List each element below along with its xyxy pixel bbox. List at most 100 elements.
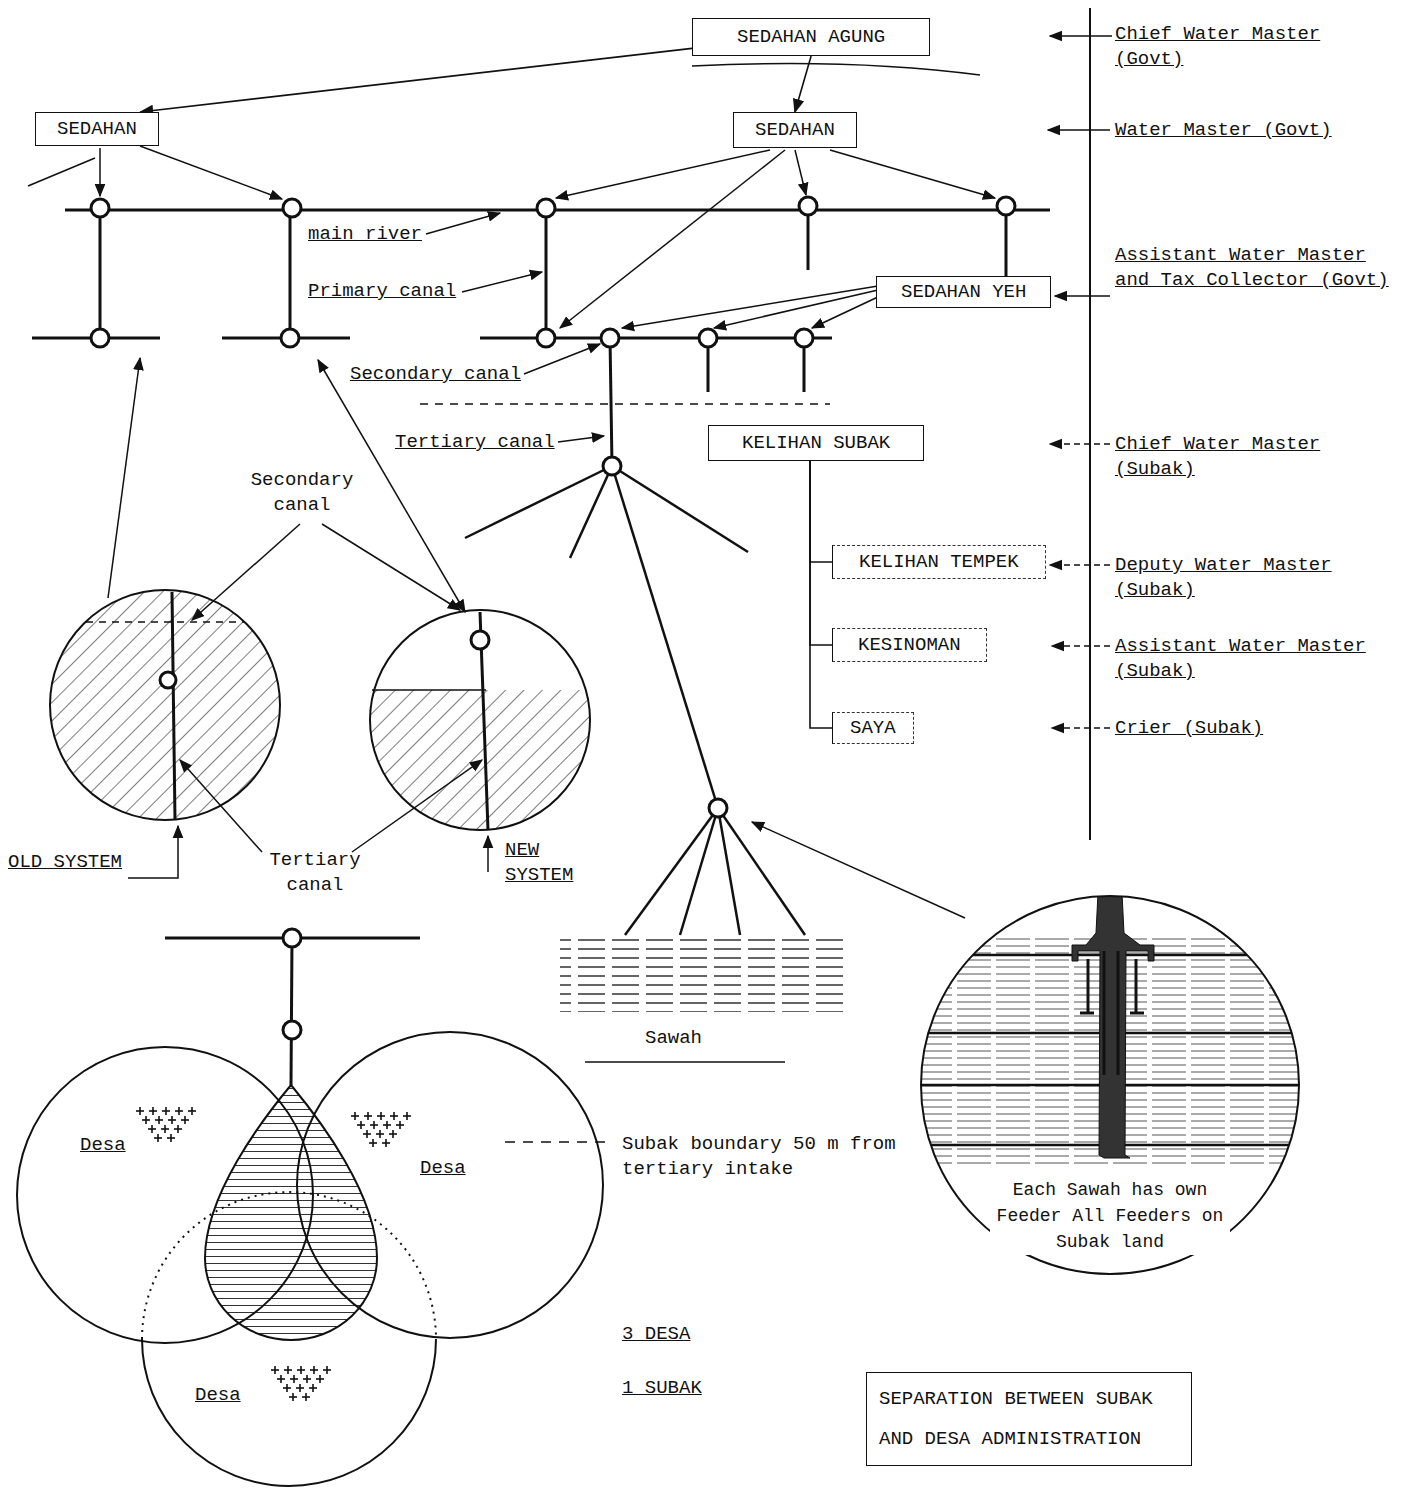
canal-intake: [91, 329, 109, 347]
feeder-channel: [1080, 1012, 1094, 1015]
desa-outline: [142, 1339, 436, 1486]
leader-arrow: [1052, 645, 1110, 647]
annotation-label: Assistant Water Master (Subak): [1115, 634, 1375, 684]
village-mark: [393, 1112, 395, 1120]
village-mark: [145, 1116, 147, 1124]
canal-intake: [601, 329, 619, 347]
terrace-lines: [918, 893, 1302, 1163]
village-mark: [305, 1393, 307, 1401]
subak-intake: [165, 929, 420, 1085]
connector: [810, 461, 832, 562]
leader-arrow: [830, 150, 995, 198]
desa-circle: Desa: [295, 1030, 605, 1340]
leader-arrow: [556, 150, 770, 198]
canal-network: [1005, 208, 1008, 278]
village-mark: [385, 1139, 387, 1147]
canal-intake: [699, 329, 717, 347]
leader-arrow: [1050, 443, 1110, 445]
leader-arrow: [692, 63, 980, 75]
office-box: KELIHAN TEMPEK: [832, 545, 1046, 579]
village-mark: [326, 1366, 328, 1374]
label-slot: Water Master (Govt): [1115, 118, 1405, 143]
box-label: SEDAHAN: [755, 119, 835, 141]
feeder-channel: [1130, 1012, 1144, 1015]
village-mark: [177, 1125, 179, 1133]
desa-circle: Desa: [140, 1190, 438, 1488]
leader-arrow: [560, 150, 785, 328]
canal-intake: [709, 799, 727, 817]
leader-arrow: [752, 822, 965, 918]
feeder-channel: [1103, 951, 1106, 1075]
old-system-circle: [86, 621, 244, 623]
box-label: SEDAHAN: [57, 118, 137, 140]
hierarchy-axis: [1089, 8, 1091, 840]
leader-arrow: [558, 436, 604, 442]
desa-outline: [297, 1032, 603, 1338]
canal-network: [289, 208, 292, 338]
annotation-label: Deputy Water Master (Subak): [1115, 553, 1405, 603]
old-system-circle: [172, 592, 175, 820]
village-mark: [171, 1116, 173, 1124]
connector: [140, 48, 692, 112]
circle-label: Desa: [420, 1156, 466, 1180]
annotation-label: Secondary canal: [350, 362, 521, 387]
village-mark: [158, 1116, 160, 1124]
canal-network: [625, 808, 718, 935]
village-mark: [373, 1121, 375, 1129]
label-slot: Subak boundary 50 m from tertiary intake: [622, 1132, 897, 1182]
leader-arrow: [322, 524, 460, 610]
village-mark: [170, 1134, 172, 1142]
annotation-label: Chief Water Master (Subak): [1115, 432, 1375, 482]
leader-arrow: [1055, 295, 1110, 297]
desa-circle-outline: [295, 1030, 605, 1340]
label-slot: main river: [308, 222, 422, 247]
annotation-label: Subak boundary 50 m from tertiary intake: [622, 1132, 897, 1182]
leader-arrow: [1050, 564, 1110, 566]
leader-arrow: [108, 358, 140, 598]
leader-arrow: [28, 158, 95, 186]
sawah-field: [560, 932, 845, 1012]
canal-network: [65, 209, 1050, 212]
annotation-label: Water Master (Govt): [1115, 118, 1405, 143]
terrace-lines: [918, 1163, 1302, 1164]
village-mark: [151, 1125, 153, 1133]
new-system-circle: [372, 689, 486, 691]
village-mark: [354, 1112, 356, 1120]
village-mark: [292, 1393, 294, 1401]
sawah-field: [585, 1061, 785, 1063]
canal-network: [807, 208, 810, 270]
leader-arrow: [426, 213, 500, 234]
desa-circle-outline: [15, 1045, 315, 1345]
annotation-label: Tertiary canal: [250, 848, 380, 898]
canal-network: [612, 466, 748, 552]
canal-intake: [603, 457, 621, 475]
label-slot: NEW SYSTEM: [505, 838, 615, 888]
village-mark: [306, 1375, 308, 1383]
desa-circle-outline: [140, 1190, 438, 1488]
canal-intake: [91, 199, 109, 217]
office-box: SEDAHAN: [35, 112, 159, 146]
village-mark: [293, 1375, 295, 1383]
village-mark: [392, 1130, 394, 1138]
village-mark: [386, 1121, 388, 1129]
village-mark: [280, 1375, 282, 1383]
leader-arrow: [462, 272, 542, 292]
canal-intake: [997, 197, 1015, 215]
sawah-field: [560, 932, 845, 1062]
village-mark: [379, 1130, 381, 1138]
canal-network: [99, 208, 102, 338]
village-mark: [286, 1384, 288, 1392]
office-box: SAYA: [832, 712, 914, 744]
annotation-label: Secondary canal: [232, 468, 372, 518]
office-box: SEDAHAN: [733, 112, 857, 148]
leader-arrow: [795, 150, 806, 195]
label-slot: Crier (Subak): [1115, 716, 1263, 741]
annotation-label: 3 DESA: [622, 1322, 690, 1347]
village-mark: [164, 1125, 166, 1133]
canal-intake: [283, 199, 301, 217]
box-label: KELIHAN SUBAK: [742, 432, 890, 454]
label-slot: Sawah: [645, 1026, 702, 1051]
